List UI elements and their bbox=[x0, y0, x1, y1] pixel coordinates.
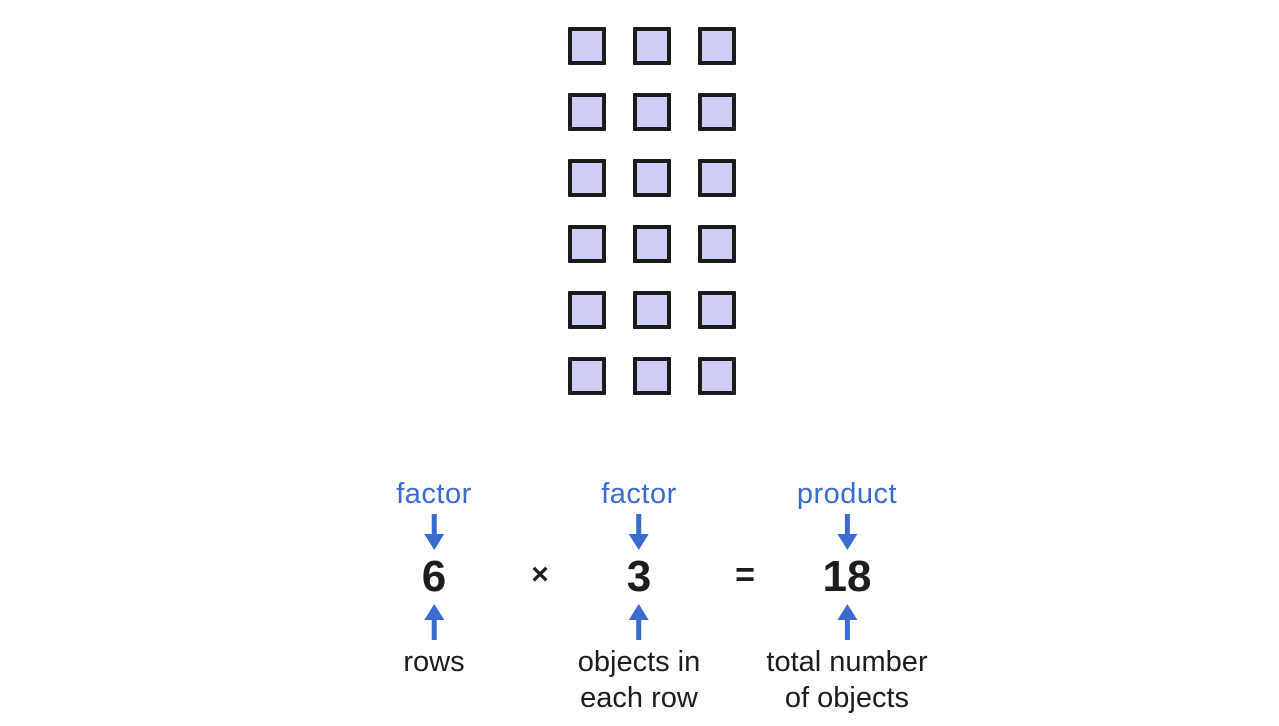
array-square bbox=[698, 93, 736, 131]
product-description-line: total number bbox=[766, 646, 928, 678]
product-label: product bbox=[796, 478, 898, 510]
array-square bbox=[633, 225, 671, 263]
arrow-down-icon bbox=[424, 514, 444, 550]
array-square bbox=[633, 159, 671, 197]
array-square bbox=[568, 291, 606, 329]
array-square bbox=[698, 357, 736, 395]
array-square bbox=[698, 27, 736, 65]
factor2-description: objects in each row bbox=[578, 644, 701, 716]
array-square bbox=[568, 225, 606, 263]
product-description: total number of objects bbox=[766, 644, 927, 716]
array-square bbox=[633, 93, 671, 131]
factor1-label: factor bbox=[396, 478, 472, 510]
factor1-description: rows bbox=[403, 644, 464, 680]
factor2-value: 3 bbox=[626, 552, 652, 601]
factor2-description-line: each row bbox=[580, 682, 698, 714]
factor2-description-line: objects in bbox=[577, 646, 701, 678]
factor1-column: factor 6 rows bbox=[396, 478, 472, 680]
arrow-up-icon bbox=[836, 604, 857, 640]
multiply-sign: × bbox=[531, 558, 549, 591]
product-value: 18 bbox=[822, 552, 872, 601]
factor2-label: factor bbox=[601, 478, 677, 510]
array-square bbox=[698, 225, 736, 263]
array-square bbox=[698, 291, 736, 329]
product-column: product 18 total number of objects bbox=[766, 478, 927, 716]
arrow-up-icon bbox=[424, 604, 444, 640]
arrow-down-icon bbox=[628, 514, 649, 550]
product-description-line: of objects bbox=[784, 682, 910, 714]
factor1-description-line: rows bbox=[403, 646, 465, 678]
array-square bbox=[568, 159, 606, 197]
equals-sign: = bbox=[735, 556, 755, 594]
array-square bbox=[568, 27, 606, 65]
array-grid bbox=[568, 27, 736, 395]
factor2-column: factor 3 objects in each row bbox=[578, 478, 701, 716]
arrow-down-icon bbox=[836, 514, 857, 550]
array-square bbox=[633, 357, 671, 395]
array-square bbox=[633, 291, 671, 329]
array-square bbox=[568, 357, 606, 395]
factor1-value: 6 bbox=[421, 552, 447, 601]
arrow-up-icon bbox=[628, 604, 649, 640]
array-square bbox=[568, 93, 606, 131]
array-square bbox=[633, 27, 671, 65]
array-square bbox=[698, 159, 736, 197]
